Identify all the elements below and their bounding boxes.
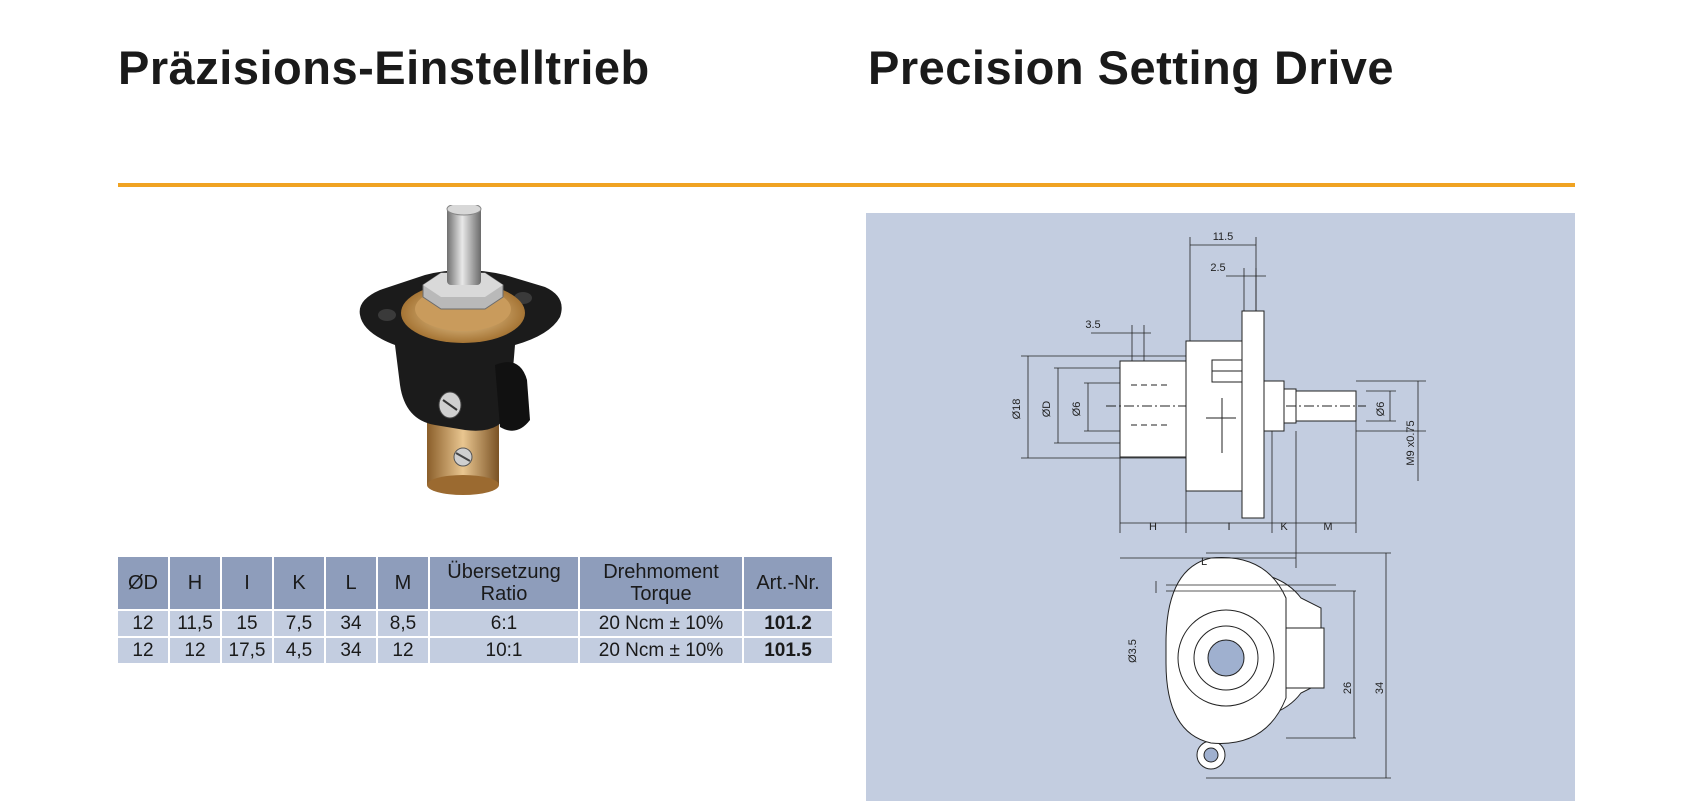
cell-l: 34 <box>326 638 376 663</box>
col-header-k: K <box>274 557 324 609</box>
col-header-h: H <box>170 557 220 609</box>
cell-l: 34 <box>326 611 376 636</box>
cell-k: 4,5 <box>274 638 324 663</box>
dim-18: Ø18 <box>1011 399 1023 420</box>
dim-m: M <box>1323 521 1332 533</box>
cell-m: 12 <box>378 638 428 663</box>
dim-i: I <box>1227 521 1230 533</box>
cell-art-nr: 101.2 <box>744 611 832 636</box>
col-header-d: ØD <box>118 557 168 609</box>
table-row: 12 11,5 15 7,5 34 8,5 6:1 20 Ncm ± 10% 1… <box>118 611 832 636</box>
dim-34: 34 <box>1374 682 1386 694</box>
dim-26: 26 <box>1342 682 1354 694</box>
orange-divider <box>118 183 1575 187</box>
dim-11-5: 11.5 <box>1213 231 1234 243</box>
page-title-german: Präzisions-Einstelltrieb <box>118 41 650 94</box>
col-header-l: L <box>326 557 376 609</box>
cell-h: 11,5 <box>170 611 220 636</box>
cell-k: 7,5 <box>274 611 324 636</box>
dim-6-left: Ø6 <box>1071 402 1083 417</box>
col-header-art-nr: Art.-Nr. <box>744 557 832 609</box>
dim-3-5-hole: Ø3.5 <box>1127 639 1139 663</box>
cell-art-nr: 101.5 <box>744 638 832 663</box>
cell-h: 12 <box>170 638 220 663</box>
cell-ratio: 6:1 <box>430 611 578 636</box>
cell-torque: 20 Ncm ± 10% <box>580 611 742 636</box>
dim-l: L <box>1201 556 1207 568</box>
cell-i: 17,5 <box>222 638 272 663</box>
cell-i: 15 <box>222 611 272 636</box>
cell-ratio: 10:1 <box>430 638 578 663</box>
dim-2-5: 2.5 <box>1210 262 1225 274</box>
col-header-m: M <box>378 557 428 609</box>
table-row: 12 12 17,5 4,5 34 12 10:1 20 Ncm ± 10% 1… <box>118 638 832 663</box>
cell-d: 12 <box>118 611 168 636</box>
cell-torque: 20 Ncm ± 10% <box>580 638 742 663</box>
dim-thread: M9 x0.75 <box>1405 420 1417 465</box>
product-photo <box>345 202 605 505</box>
cell-d: 12 <box>118 638 168 663</box>
dim-k: K <box>1280 521 1288 533</box>
col-header-i: I <box>222 557 272 609</box>
dim-3-5: 3.5 <box>1085 319 1100 331</box>
dim-h: H <box>1149 521 1157 533</box>
technical-drawing: 11.5 2.5 3.5 Ø18 ØD Ø6 Ø6 M9 x0.75 H I K… <box>866 213 1575 801</box>
cell-m: 8,5 <box>378 611 428 636</box>
page-title-english: Precision Setting Drive <box>868 41 1395 94</box>
dim-d: ØD <box>1041 401 1053 418</box>
dim-6-right: Ø6 <box>1375 402 1387 417</box>
